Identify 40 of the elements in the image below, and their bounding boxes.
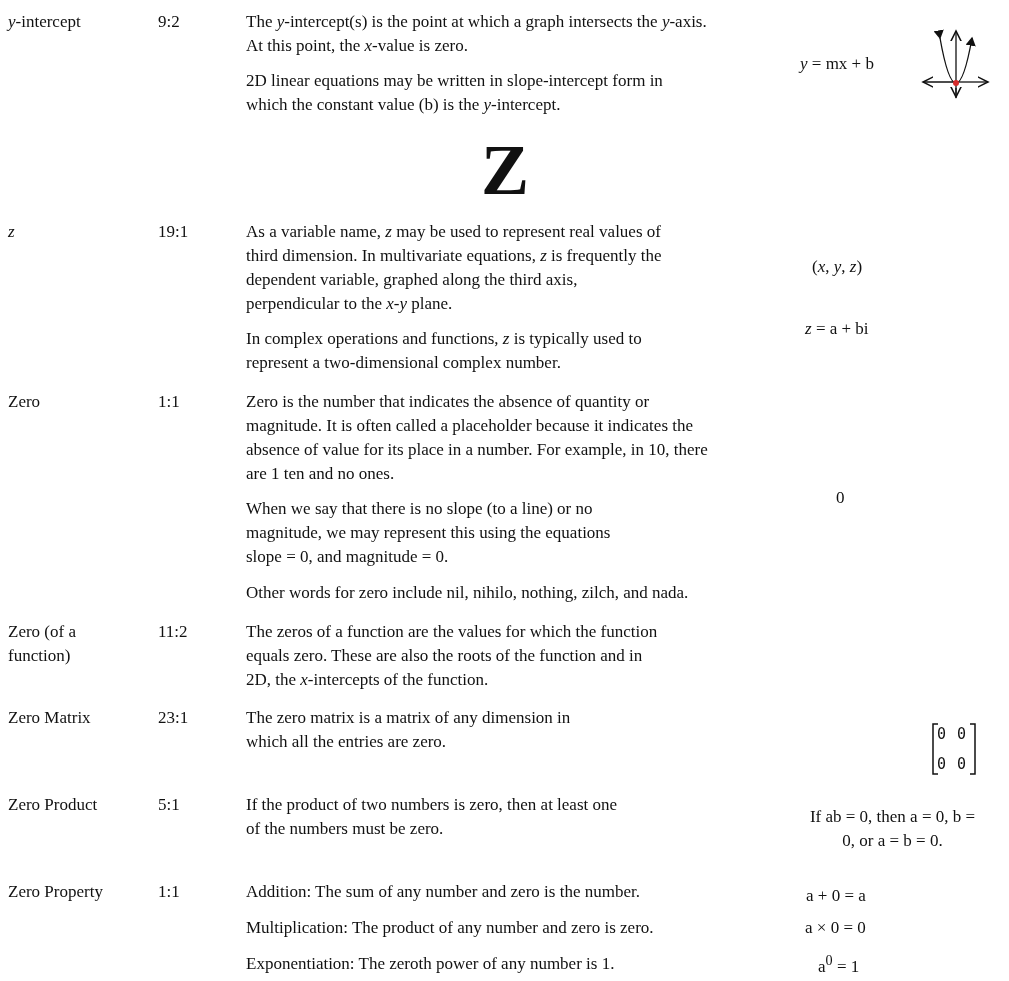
definition-text: 2D linear equations may be written in slope-intercept form in which the constant value (b) is the y-intercept. (246, 70, 664, 116)
page-reference: 5:1 (158, 794, 181, 816)
matrix-entry: 0 (957, 754, 968, 775)
term-label: Zero Product (8, 794, 99, 816)
definition-text: Zero is the number that indicates the absence of quantity or magnitude. It is often called a placeholder because it indicates the absence of value for its place in a number. For example, in 10, there are 1 ten and no ones. (246, 391, 709, 485)
definition-text: When we say that there is no slope (to a line) or no magnitude, we may represent this using the equations slope = 0, and magnitude = 0. (246, 498, 612, 568)
page-reference: 19:1 (158, 221, 190, 243)
page-reference: 1:1 (158, 391, 181, 413)
formula-text: a × 0 = 0 (805, 917, 867, 939)
term-label: z (8, 221, 16, 243)
definition-text: Addition: The sum of any number and zero is the number. (246, 881, 641, 903)
formula-text: y = mx + b (800, 53, 875, 75)
term-label: Zero (of a function) (8, 621, 77, 667)
page-reference: 1:1 (158, 881, 181, 903)
definition-text: In complex operations and functions, z is typically used to represent a two-dimensional complex number. (246, 328, 643, 374)
page-reference: 11:2 (158, 621, 189, 643)
term-label: y-intercept (8, 11, 82, 33)
definition-text: Exponentiation: The zeroth power of any number is 1. (246, 953, 616, 975)
definition-text: The zero matrix is a matrix of any dimension in which all the entries are zero. (246, 707, 572, 753)
definition-text: If the product of two numbers is zero, then at least one of the numbers must be zero. (246, 794, 619, 840)
page-reference: 23:1 (158, 707, 190, 729)
matrix-entry: 0 (937, 724, 948, 745)
definition-text: The y-intercept(s) is the point at which a graph intersects the y-axis. At this point, the x-value is zero. (246, 11, 708, 57)
definition-text: The zeros of a function are the values for which the function equals zero. These are also the roots of the function and in 2D, the x-intercepts of the function. (246, 621, 659, 691)
formula-text: (x, y, z) (812, 256, 864, 278)
term-label: Zero Property (8, 881, 104, 903)
page-reference: 9:2 (158, 11, 181, 33)
term-label: Zero Matrix (8, 707, 92, 729)
definition-text: Multiplication: The product of any number and zero is zero. (246, 917, 655, 939)
section-letter-heading: Z (480, 129, 530, 212)
formula-text: a + 0 = a (806, 885, 867, 907)
formula-text: 0 (836, 487, 846, 509)
definition-text: As a variable name, z may be used to represent real values of third dimension. In multivariate equations, z is frequently the dependent variable, graphed along the third axis, perpendicular to the x-y plane. (246, 221, 663, 315)
matrix-entry: 0 (957, 724, 968, 745)
term-label: Zero (8, 391, 42, 413)
formula-text: z = a + bi (805, 318, 870, 340)
definition-text: Other words for zero include nil, nihilo, nothing, zilch, and nada. (246, 582, 690, 604)
formula-text: a$^{0}$ = 1 (818, 951, 861, 978)
formula-text: If ab = 0, then a = 0, b = 0, or a = b = 0. (808, 806, 977, 852)
matrix-entry: 0 (937, 754, 948, 775)
